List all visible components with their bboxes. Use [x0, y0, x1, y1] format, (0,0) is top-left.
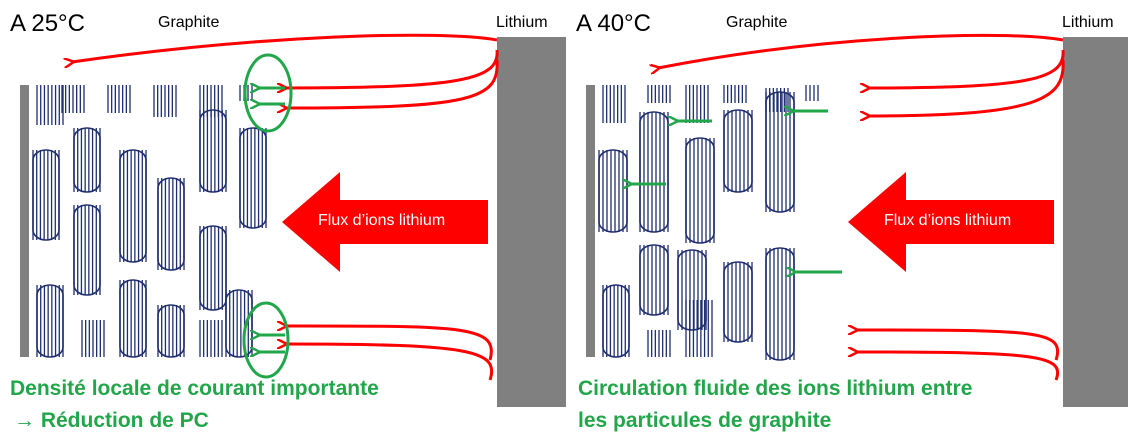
- graphite-particle: [119, 149, 147, 263]
- graphite-particle: [61, 85, 85, 113]
- graphite-particle: [765, 247, 795, 361]
- flux-label: Flux d’ions lithium: [318, 212, 446, 229]
- graphite-particle: [723, 85, 747, 103]
- lithium-electrode: [497, 37, 566, 407]
- graphite-particle: [602, 85, 626, 123]
- ion-path-arrow: [285, 59, 499, 108]
- graphite-particle: [647, 85, 671, 103]
- flux-label: Flux d’ions lithium: [884, 212, 1012, 229]
- graphite-particles: [598, 85, 819, 361]
- temperature-label: A 25°C: [10, 10, 85, 37]
- temperature-label: A 40°C: [576, 10, 651, 37]
- graphite-particle: [639, 244, 669, 316]
- graphite-particles: [32, 85, 267, 358]
- ion-path-arrow: [658, 33, 1064, 68]
- graphite-particle: [119, 279, 147, 358]
- graphite-particle: [36, 85, 64, 125]
- current-collector: [586, 85, 595, 357]
- caption-line-1: Circulation fluide des ions lithium entr…: [578, 377, 973, 400]
- lithium-label: Lithium: [496, 14, 548, 31]
- flux-arrow: [848, 172, 1054, 272]
- caption-line-2: → Réduction de PC: [14, 409, 209, 432]
- graphite-label: Graphite: [158, 14, 220, 31]
- graphite-particle: [647, 330, 671, 357]
- graphite-particle: [805, 85, 819, 101]
- graphite-particle: [157, 304, 185, 358]
- panel-40c: A 40°C Graphite Lithium Flux d’ions lith…: [566, 0, 1128, 439]
- graphite-particle: [199, 109, 227, 193]
- graphite-particle: [685, 300, 713, 357]
- graphite-particle: [639, 111, 669, 233]
- ion-path-arrow: [868, 49, 1065, 88]
- ion-path-arrow: [868, 59, 1065, 116]
- graphite-label: Graphite: [726, 14, 788, 31]
- ion-path-arrow: [856, 330, 1060, 361]
- panel-25c-drawing: [20, 33, 566, 407]
- graphite-particle: [107, 85, 131, 113]
- ion-path-arrow: [285, 326, 493, 361]
- ion-path-arrow: [72, 33, 498, 62]
- ion-path-arrow: [856, 352, 1060, 381]
- graphite-particle: [157, 177, 185, 271]
- graphite-particle: [153, 85, 177, 117]
- graphite-particle: [723, 261, 753, 343]
- graphite-particle: [36, 284, 64, 358]
- current-collector: [20, 85, 29, 357]
- graphite-particle: [73, 204, 101, 296]
- hotspot-circle: [243, 53, 293, 133]
- graphite-particle: [73, 127, 101, 193]
- panel-40c-drawing: [586, 33, 1128, 407]
- graphite-particle: [32, 149, 60, 241]
- graphite-particle: [602, 284, 630, 358]
- graphite-particle: [81, 320, 105, 357]
- graphite-particle: [723, 109, 753, 193]
- graphite-particle: [199, 320, 223, 357]
- graphite-particle: [685, 137, 715, 244]
- ion-path-arrow: [285, 344, 494, 381]
- ion-path-arrow: [285, 49, 499, 88]
- caption-line-2: les particules de graphite: [578, 409, 832, 432]
- graphite-particle: [677, 249, 707, 331]
- lithium-label: Lithium: [1062, 14, 1114, 31]
- hotspot-circle: [242, 301, 290, 379]
- graphite-particle: [239, 127, 267, 229]
- graphite-particle: [598, 149, 628, 233]
- flux-arrow: [282, 172, 488, 272]
- graphite-particle: [199, 225, 227, 311]
- lithium-electrode: [1063, 37, 1128, 407]
- graphite-particle: [225, 289, 253, 358]
- graphite-particle: [685, 85, 709, 123]
- graphite-particle: [765, 91, 795, 213]
- panel-25c: A 25°C Graphite Lithium Flux d’ions lith…: [10, 10, 566, 432]
- caption-line-1: Densité locale de courant importante: [10, 377, 379, 400]
